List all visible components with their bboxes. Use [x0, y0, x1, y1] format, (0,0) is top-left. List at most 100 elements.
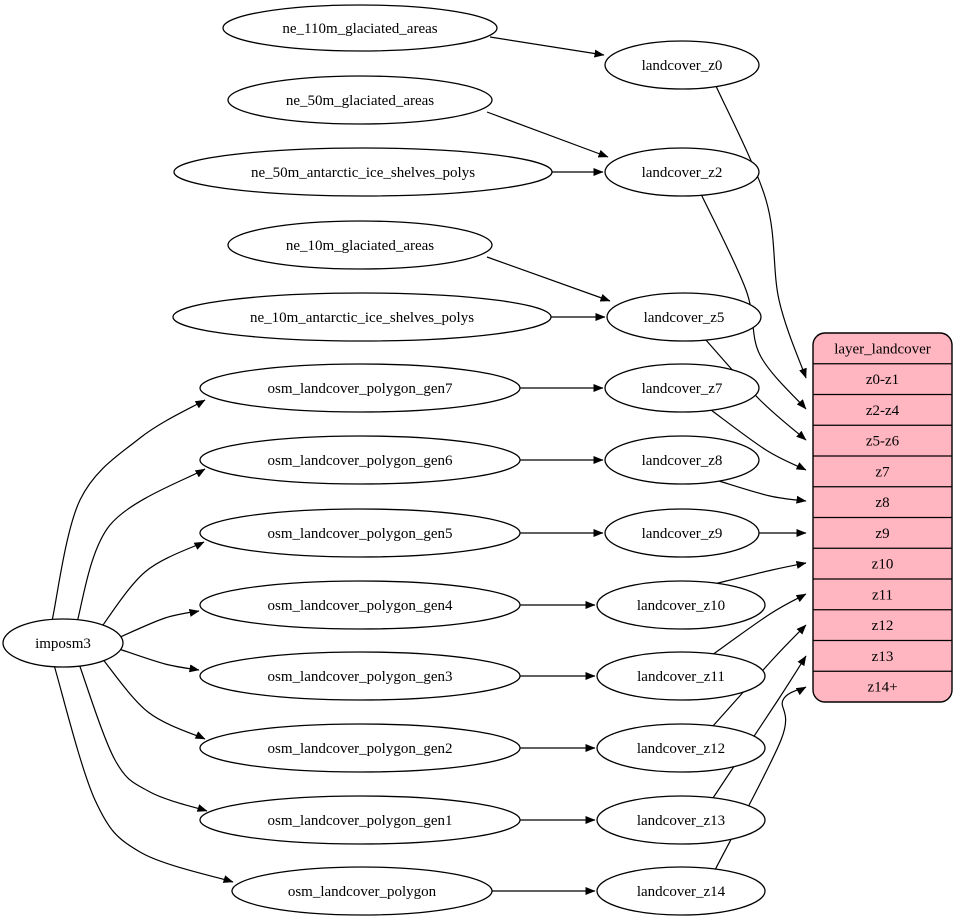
- node-ellipse-osm_landcover_polygon_gen2: [199, 723, 521, 773]
- node-label-osm_landcover_polygon_gen3: osm_landcover_polygon_gen3: [268, 669, 453, 685]
- edge-imposm3-to-osm_landcover_polygon_gen5: [97, 541, 205, 633]
- node-ellipse-ne_10m_antarctic_ice_shelves_polys: [172, 292, 552, 342]
- edge-landcover_z7-to-layer_landcover-z7: [710, 409, 807, 471]
- node-osm_landcover_polygon_gen3: osm_landcover_polygon_gen3: [199, 651, 521, 701]
- node-landcover_z0: landcover_z0: [604, 40, 760, 90]
- node-ellipse-imposm3: [2, 618, 124, 668]
- edge-landcover_z10-to-layer_landcover-z10: [713, 560, 807, 585]
- edge-ne_50m_glaciated_areas-to-landcover_z2: [486, 111, 609, 158]
- edge-imposm3-to-osm_landcover_polygon_gen7: [51, 399, 206, 622]
- edge-landcover_z11-to-layer_landcover-z11: [711, 593, 807, 656]
- node-ellipse-osm_landcover_polygon_gen3: [199, 651, 521, 701]
- node-label-ne_50m_glaciated_areas: ne_50m_glaciated_areas: [286, 93, 434, 109]
- node-ne_110m_glaciated_areas: ne_110m_glaciated_areas: [222, 4, 498, 52]
- table-row-label-z13: z13: [872, 649, 894, 665]
- node-label-osm_landcover_polygon_gen2: osm_landcover_polygon_gen2: [268, 741, 453, 757]
- table-row-label-z11: z11: [872, 587, 893, 603]
- node-ellipse-landcover_z9: [604, 508, 760, 558]
- edge-imposm3-to-osm_landcover_polygon_gen1: [77, 660, 208, 812]
- node-ellipse-osm_landcover_polygon_gen1: [199, 795, 521, 845]
- node-ellipse-osm_landcover_polygon_gen7: [199, 363, 521, 413]
- node-label-ne_50m_antarctic_ice_shelves_polys: ne_50m_antarctic_ice_shelves_polys: [251, 165, 475, 181]
- node-label-ne_10m_glaciated_areas: ne_10m_glaciated_areas: [286, 238, 434, 254]
- node-ellipse-landcover_z0: [604, 40, 760, 90]
- node-ellipse-ne_10m_glaciated_areas: [227, 220, 493, 270]
- node-label-imposm3: imposm3: [35, 636, 91, 652]
- node-label-landcover_z11: landcover_z11: [637, 669, 725, 685]
- node-label-osm_landcover_polygon_gen6: osm_landcover_polygon_gen6: [268, 453, 453, 469]
- node-ellipse-osm_landcover_polygon_gen6: [199, 435, 521, 485]
- edge-landcover_z14-to-layer_landcover-z14+: [714, 686, 807, 871]
- node-ellipse-landcover_z5: [606, 292, 762, 342]
- node-ellipse-landcover_z7: [604, 363, 760, 413]
- node-osm_landcover_polygon_gen2: osm_landcover_polygon_gen2: [199, 723, 521, 773]
- table-row-label-z14+: z14+: [867, 680, 897, 696]
- node-label-landcover_z13: landcover_z13: [637, 813, 725, 829]
- node-landcover_z11: landcover_z11: [596, 651, 766, 701]
- node-ellipse-ne_110m_glaciated_areas: [222, 4, 498, 52]
- node-ne_10m_antarctic_ice_shelves_polys: ne_10m_antarctic_ice_shelves_polys: [172, 292, 552, 342]
- table-row-label-z0-z1: z0-z1: [866, 372, 899, 388]
- node-ellipse-landcover_z2: [604, 147, 760, 197]
- node-osm_landcover_polygon_gen1: osm_landcover_polygon_gen1: [199, 795, 521, 845]
- node-label-ne_110m_glaciated_areas: ne_110m_glaciated_areas: [282, 21, 437, 37]
- node-ne_50m_antarctic_ice_shelves_polys: ne_50m_antarctic_ice_shelves_polys: [173, 147, 553, 197]
- edge-ne_110m_glaciated_areas-to-landcover_z0: [489, 36, 605, 58]
- node-ellipse-osm_landcover_polygon_gen4: [199, 580, 521, 630]
- node-label-osm_landcover_polygon_gen1: osm_landcover_polygon_gen1: [268, 813, 453, 829]
- node-landcover_z9: landcover_z9: [604, 508, 760, 558]
- node-label-landcover_z5: landcover_z5: [644, 310, 725, 326]
- node-landcover_z7: landcover_z7: [604, 363, 760, 413]
- node-ellipse-landcover_z12: [596, 723, 766, 773]
- table-row-label-z2-z4: z2-z4: [866, 403, 900, 419]
- table-row-label-z10: z10: [872, 557, 894, 573]
- node-landcover_z13: landcover_z13: [596, 795, 766, 845]
- node-label-osm_landcover_polygon_gen4: osm_landcover_polygon_gen4: [268, 598, 453, 614]
- node-label-landcover_z0: landcover_z0: [642, 58, 723, 74]
- edge-ne_10m_glaciated_areas-to-landcover_z5: [486, 256, 611, 302]
- edge-landcover_z0-to-layer_landcover-z0-z1: [715, 85, 807, 379]
- table-row-label-z7: z7: [875, 464, 890, 480]
- node-osm_landcover_polygon_gen7: osm_landcover_polygon_gen7: [199, 363, 521, 413]
- node-label-landcover_z14: landcover_z14: [637, 884, 726, 900]
- node-ellipse-landcover_z11: [596, 651, 766, 701]
- table-layer_landcover: layer_landcoverz0-z1z2-z4z5-z6z7z8z9z10z…: [812, 332, 953, 703]
- node-ellipse-ne_50m_antarctic_ice_shelves_polys: [173, 147, 553, 197]
- edge-landcover_z8-to-layer_landcover-z8: [718, 480, 807, 504]
- node-label-landcover_z9: landcover_z9: [642, 526, 723, 542]
- edge-imposm3-to-osm_landcover_polygon: [53, 664, 234, 883]
- node-ellipse-osm_landcover_polygon: [231, 866, 493, 916]
- node-landcover_z2: landcover_z2: [604, 147, 760, 197]
- edge-landcover_z5-to-layer_landcover-z5-z6: [704, 338, 807, 441]
- node-ellipse-landcover_z13: [596, 795, 766, 845]
- node-osm_landcover_polygon_gen6: osm_landcover_polygon_gen6: [199, 435, 521, 485]
- node-ellipse-landcover_z14: [596, 866, 766, 916]
- table-row-label-z5-z6: z5-z6: [866, 434, 900, 450]
- node-label-landcover_z7: landcover_z7: [642, 381, 723, 397]
- node-label-osm_landcover_polygon_gen5: osm_landcover_polygon_gen5: [268, 526, 453, 542]
- node-ellipse-osm_landcover_polygon_gen5: [199, 508, 521, 558]
- node-ne_50m_glaciated_areas: ne_50m_glaciated_areas: [227, 75, 493, 125]
- node-label-osm_landcover_polygon: osm_landcover_polygon: [288, 884, 437, 900]
- node-osm_landcover_polygon_gen4: osm_landcover_polygon_gen4: [199, 580, 521, 630]
- node-osm_landcover_polygon_gen5: osm_landcover_polygon_gen5: [199, 508, 521, 558]
- edge-landcover_z12-to-layer_landcover-z12: [712, 624, 807, 727]
- edge-imposm3-to-osm_landcover_polygon_gen2: [100, 656, 206, 740]
- edge-imposm3-to-osm_landcover_polygon_gen4: [117, 608, 200, 639]
- node-landcover_z14: landcover_z14: [596, 866, 766, 916]
- edge-imposm3-to-osm_landcover_polygon_gen6: [75, 468, 206, 627]
- node-ne_10m_glaciated_areas: ne_10m_glaciated_areas: [227, 220, 493, 270]
- node-landcover_z5: landcover_z5: [606, 292, 762, 342]
- node-ellipse-landcover_z10: [596, 580, 766, 630]
- node-osm_landcover_polygon: osm_landcover_polygon: [231, 866, 493, 916]
- table-row-label-z12: z12: [872, 618, 894, 634]
- node-label-osm_landcover_polygon_gen7: osm_landcover_polygon_gen7: [268, 381, 453, 397]
- node-landcover_z10: landcover_z10: [596, 580, 766, 630]
- node-label-landcover_z10: landcover_z10: [637, 598, 725, 614]
- table-row-label-z9: z9: [875, 526, 889, 542]
- node-landcover_z8: landcover_z8: [604, 435, 760, 485]
- table-row-label-z8: z8: [875, 495, 889, 511]
- node-landcover_z12: landcover_z12: [596, 723, 766, 773]
